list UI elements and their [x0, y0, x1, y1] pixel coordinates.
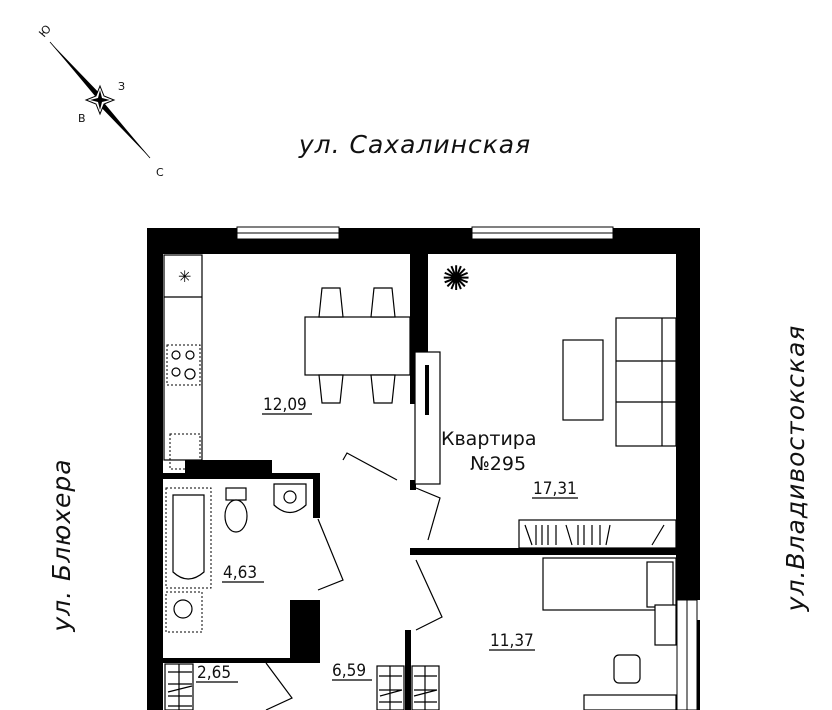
washing-machine-icon: [165, 591, 203, 633]
desk: [654, 604, 677, 646]
sofa: [615, 317, 677, 447]
washbasin-icon: [273, 483, 307, 514]
apartment-number: №295: [470, 453, 526, 475]
compass-rose-icon: Ю З В С: [36, 22, 164, 179]
desk-bottom: [583, 694, 677, 710]
stove-icon: [166, 344, 201, 386]
living-room: ✺ Квартира №295 17,31: [414, 259, 677, 549]
kitchen-area-label: 12,09: [263, 395, 307, 415]
sink-icon: [169, 433, 201, 470]
plant-icon: ✺: [442, 259, 471, 299]
chair-icon: [370, 374, 396, 404]
compass-west-label: З: [118, 80, 125, 93]
kitchen-counter: [163, 254, 203, 461]
bedroom: 11,37: [415, 557, 677, 710]
bedroom-area-label: 11,37: [490, 631, 534, 651]
dining-table: [304, 316, 411, 376]
chair-icon: [613, 654, 641, 684]
street-left-label: ул. Блюхера: [47, 458, 76, 632]
chair-icon: [318, 374, 344, 404]
windows: [236, 226, 698, 710]
storage-hallway: 2,65 6,59: [164, 661, 440, 710]
compass-north-label: С: [156, 166, 164, 179]
wardrobe: [518, 519, 677, 549]
chair-icon: [318, 287, 344, 318]
bathtub-icon: [165, 487, 212, 589]
street-right-label: ул.Владивостокская: [781, 325, 810, 613]
fridge-icon: ✳: [178, 267, 191, 286]
storage-area-label: 2,65: [197, 663, 231, 683]
street-top-label: ул. Сахалинская: [298, 130, 531, 159]
bathroom-area-label: 4,63: [223, 563, 257, 583]
toilet-icon: [225, 487, 247, 501]
bathroom: 4,63: [165, 483, 344, 633]
chair-icon: [370, 287, 396, 318]
compass-east-label: В: [78, 112, 86, 125]
kitchen: ✳ 12,09: [163, 254, 411, 481]
coffee-table: [562, 339, 604, 421]
apartment-label: Квартира: [441, 428, 537, 450]
hallway-area-label: 6,59: [332, 661, 366, 681]
living-area-label: 17,31: [533, 479, 577, 499]
compass-south-label: Ю: [36, 22, 54, 40]
